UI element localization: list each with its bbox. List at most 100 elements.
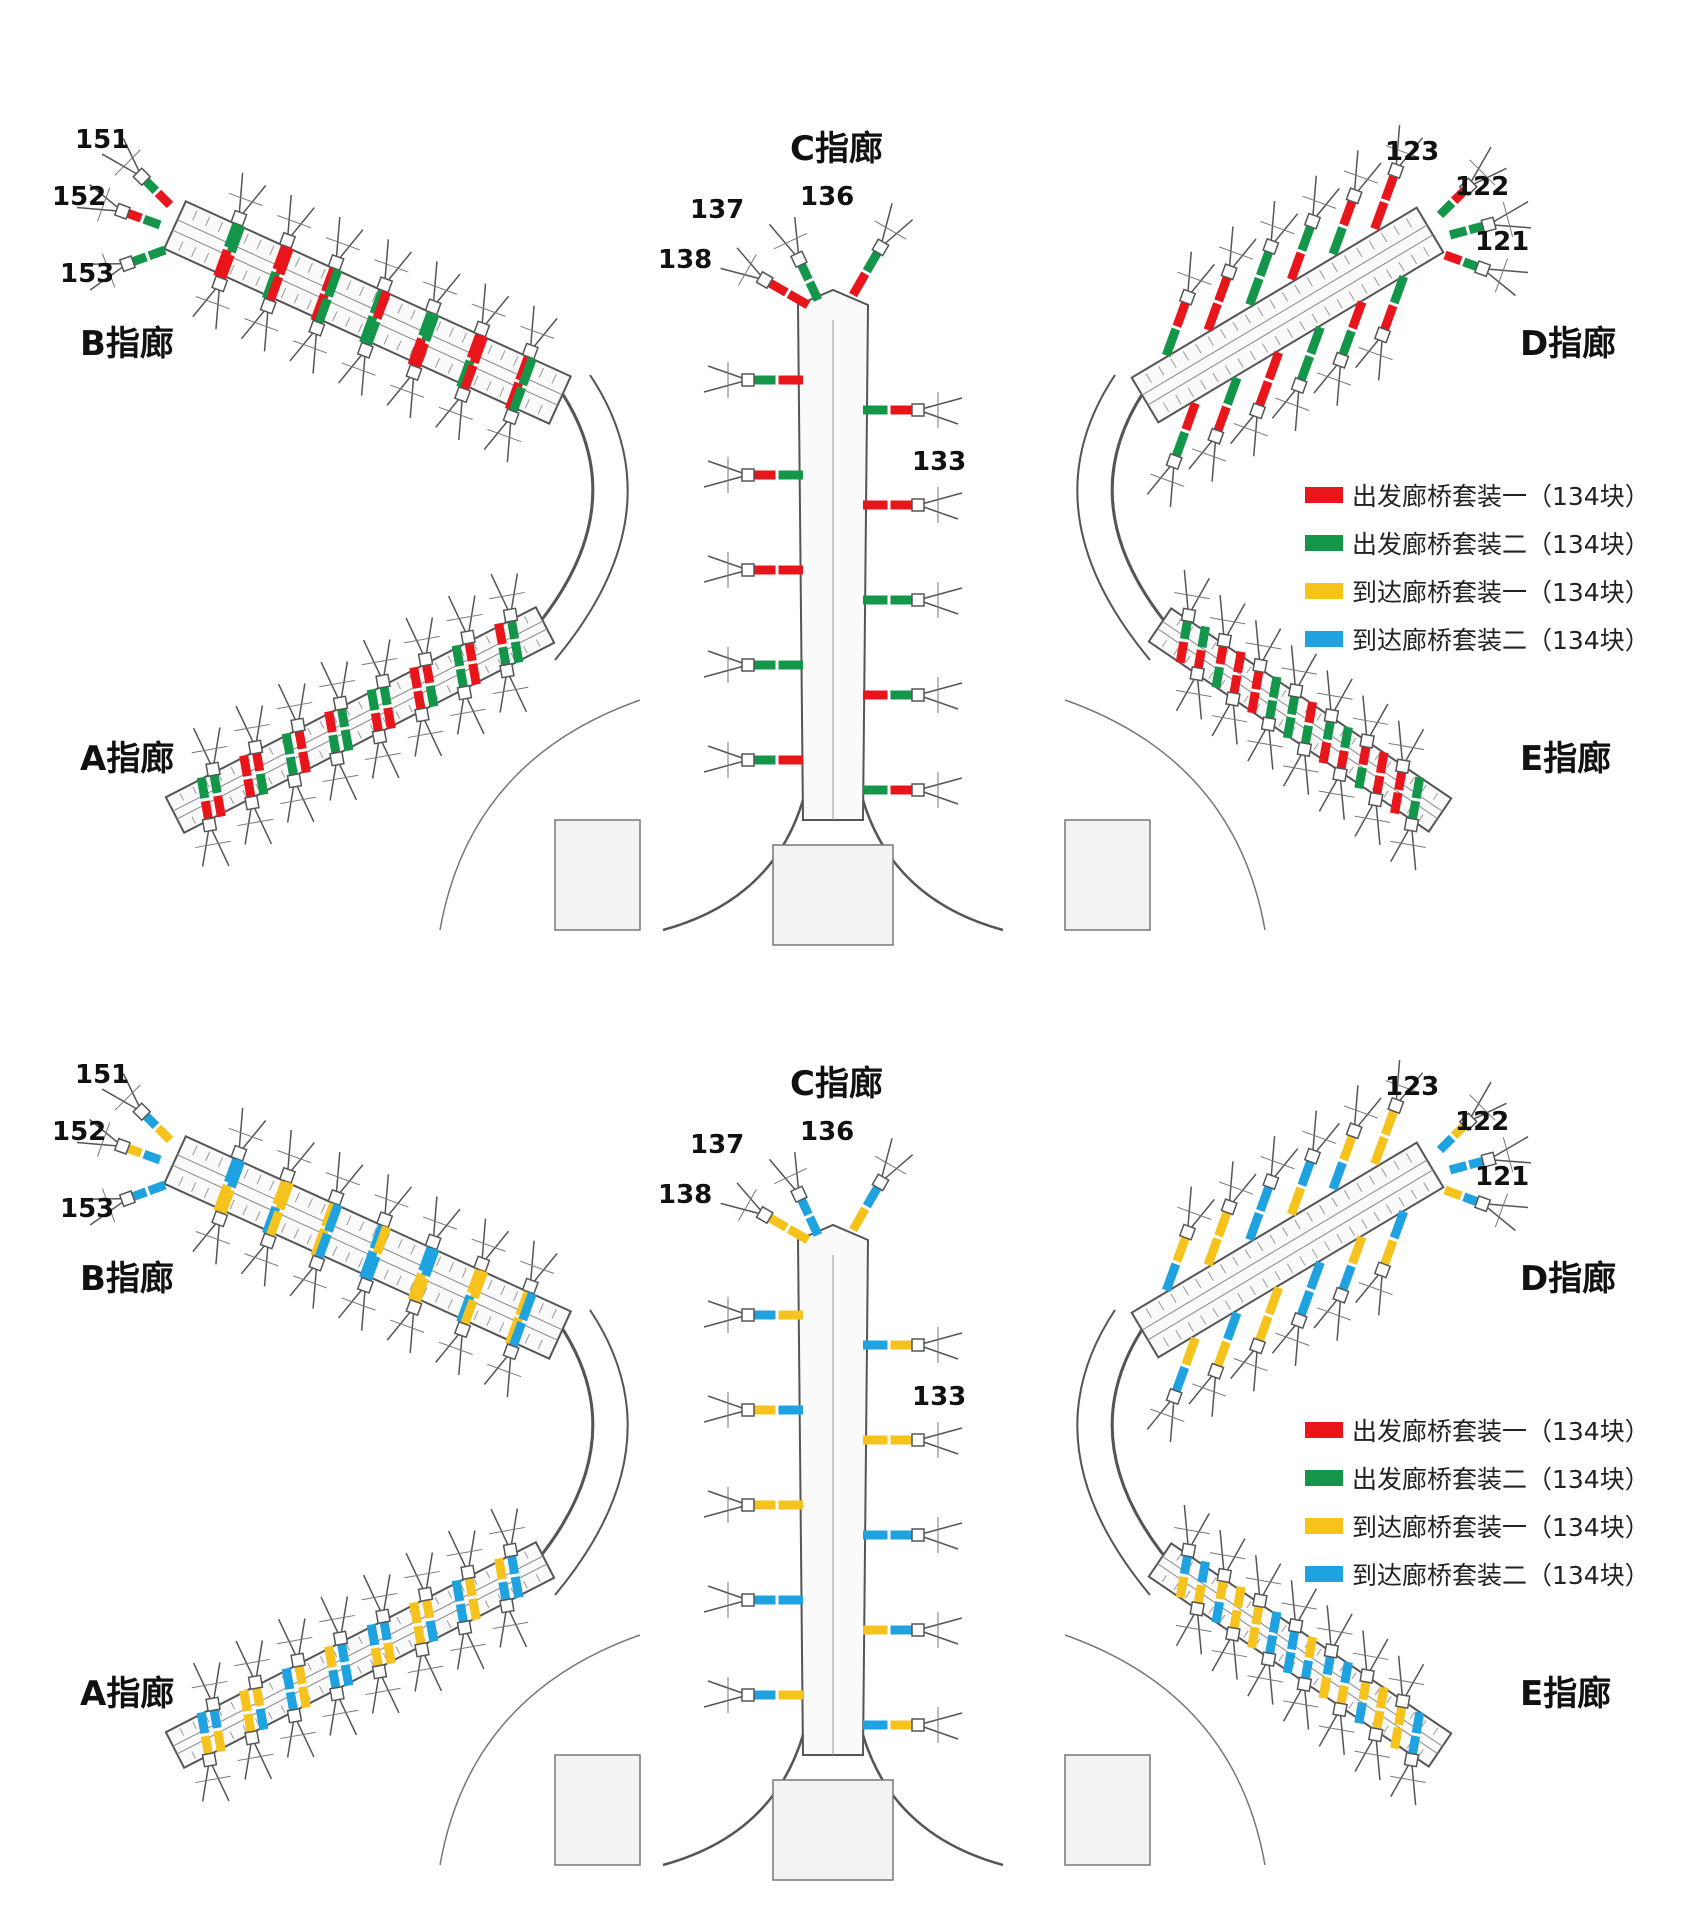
seat-row bbox=[280, 287, 287, 298]
seat-row bbox=[487, 344, 493, 355]
seat-row bbox=[319, 721, 325, 729]
stand-line bbox=[703, 759, 749, 773]
stand-line bbox=[263, 1240, 270, 1287]
stand-line bbox=[487, 428, 522, 443]
pier-c-flare bbox=[662, 1734, 805, 1867]
seat-row bbox=[1200, 1315, 1207, 1325]
jetway-head bbox=[1252, 1592, 1268, 1609]
seat-row bbox=[447, 1298, 453, 1309]
seat-row bbox=[1220, 679, 1226, 687]
left-link-curve bbox=[554, 374, 629, 661]
seat-row bbox=[357, 322, 364, 333]
stand-line bbox=[1270, 1135, 1276, 1182]
apron-line bbox=[439, 699, 641, 931]
jetway-head bbox=[741, 753, 755, 767]
bridge-segment bbox=[849, 1206, 870, 1233]
bridge-segment bbox=[1282, 716, 1296, 739]
seat-row bbox=[229, 264, 235, 275]
seat-row bbox=[1207, 1271, 1214, 1281]
stand-line bbox=[277, 683, 299, 726]
bridge-segment bbox=[1211, 666, 1224, 689]
stand-line bbox=[703, 474, 749, 488]
jetway-head bbox=[1303, 1147, 1322, 1165]
seat-row bbox=[268, 747, 274, 755]
seat-row bbox=[1182, 1286, 1190, 1296]
seat-row bbox=[1418, 1749, 1424, 1757]
stand-line bbox=[1283, 1700, 1319, 1708]
stand-line bbox=[774, 1168, 808, 1185]
jetway-head bbox=[1225, 691, 1241, 707]
stand-line bbox=[506, 670, 528, 713]
seat-row bbox=[217, 1157, 224, 1168]
bridge-segment bbox=[147, 1180, 167, 1196]
stand-line bbox=[421, 714, 443, 757]
jetway-head bbox=[1165, 452, 1183, 471]
left-link-curve bbox=[554, 1309, 629, 1596]
stand-line bbox=[251, 802, 273, 845]
seat-row bbox=[484, 665, 490, 674]
legend-swatch bbox=[1305, 535, 1343, 551]
jetway-head bbox=[790, 250, 808, 269]
jetway-head bbox=[211, 275, 229, 293]
stand-line bbox=[1169, 461, 1175, 508]
stand-line bbox=[360, 350, 367, 396]
stand-line bbox=[463, 1627, 485, 1670]
jetway-head bbox=[1296, 1676, 1313, 1693]
pier-e-corridor-inner bbox=[1157, 1563, 1438, 1755]
stand-line bbox=[277, 215, 312, 229]
stand-line bbox=[492, 1621, 529, 1630]
jetway-head bbox=[871, 1173, 890, 1192]
bridge-segment bbox=[410, 341, 429, 372]
bridge-segment bbox=[1197, 625, 1210, 649]
stand-line bbox=[292, 1275, 328, 1289]
seat-row bbox=[1385, 269, 1393, 279]
seat-row bbox=[1383, 790, 1389, 798]
seat-row bbox=[1262, 343, 1269, 353]
legend-label: 到达廊桥套装一（134块） bbox=[1352, 1513, 1650, 1542]
stand-line bbox=[1270, 200, 1276, 247]
stand-line bbox=[720, 267, 765, 281]
seat-row bbox=[1187, 387, 1194, 398]
stand-line bbox=[463, 692, 485, 735]
seat-row bbox=[269, 1180, 275, 1191]
stand-line bbox=[1252, 410, 1259, 457]
seat-row bbox=[1237, 1293, 1244, 1303]
jetway-head bbox=[741, 563, 755, 577]
seat-row bbox=[1393, 225, 1400, 235]
bridge-segment bbox=[1304, 701, 1318, 724]
gate-number-label: 133 bbox=[912, 1382, 966, 1412]
seat-row bbox=[256, 1174, 262, 1185]
stand-line bbox=[1186, 251, 1193, 298]
jetway-head bbox=[1207, 1362, 1225, 1380]
seat-row bbox=[229, 796, 235, 805]
bridge-segment bbox=[786, 290, 811, 309]
jetway-head bbox=[278, 231, 297, 250]
jetway-head bbox=[405, 363, 423, 382]
stand-line bbox=[703, 1694, 749, 1708]
stand-line bbox=[1469, 159, 1496, 186]
stand-line bbox=[1191, 1383, 1227, 1397]
stand-line bbox=[438, 1341, 473, 1355]
seat-row bbox=[1207, 336, 1214, 346]
building-block bbox=[772, 1779, 894, 1881]
jetway-head bbox=[1252, 657, 1268, 674]
seat-row bbox=[1348, 766, 1354, 774]
seat-row bbox=[178, 241, 184, 252]
seat-row bbox=[1319, 269, 1326, 280]
stand-line bbox=[237, 1753, 274, 1762]
seat-row bbox=[1351, 737, 1357, 745]
pier-d-label: D指廊 bbox=[1520, 1259, 1616, 1299]
seat-row bbox=[1348, 1226, 1356, 1236]
seat-row bbox=[1324, 1241, 1331, 1251]
jetway-head bbox=[1296, 741, 1313, 758]
stand-line bbox=[1232, 1633, 1238, 1680]
seat-row bbox=[1281, 1227, 1289, 1237]
stand-line bbox=[191, 745, 228, 754]
bridge-segment bbox=[786, 1225, 811, 1244]
stand-line bbox=[1395, 1059, 1401, 1106]
seat-row bbox=[1246, 1601, 1252, 1609]
bridge-segment bbox=[362, 319, 381, 350]
jetway-head bbox=[201, 1751, 218, 1768]
jetway-head bbox=[911, 403, 925, 417]
jetway-head bbox=[1387, 161, 1405, 180]
